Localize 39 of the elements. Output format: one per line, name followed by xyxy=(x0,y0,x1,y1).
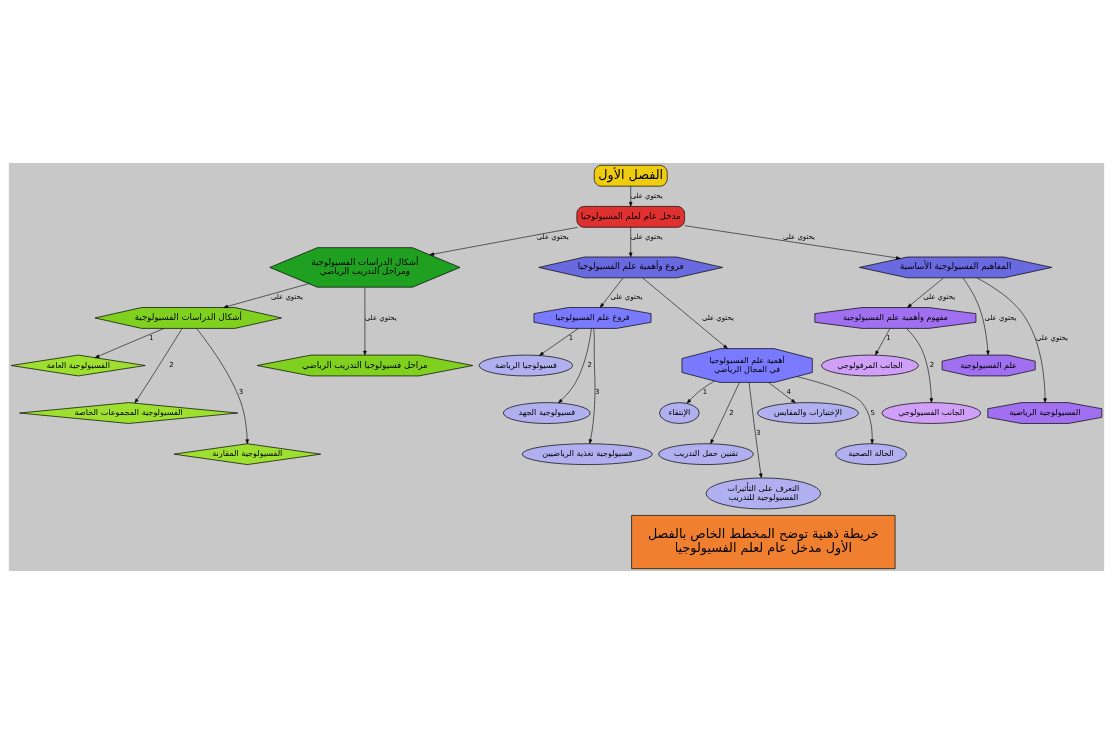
arrow xyxy=(976,277,1047,403)
arrow xyxy=(686,380,715,403)
arrow xyxy=(629,226,633,257)
node-ellipse: الجانب الفسيولوجي xyxy=(881,401,982,424)
node-ellipse: الإنتقاء xyxy=(659,401,700,424)
arrow xyxy=(642,277,728,349)
node-ellipse: الجانب المرفولوجي xyxy=(821,354,919,376)
arrow xyxy=(363,286,367,355)
node-ellipse: الإختبارات والمقايس xyxy=(757,401,859,424)
arrow xyxy=(710,381,740,444)
arrow xyxy=(768,381,796,403)
arrow xyxy=(94,327,165,358)
arrow xyxy=(906,327,934,403)
arrow xyxy=(196,327,249,444)
arrow xyxy=(134,327,183,403)
arrow xyxy=(599,277,624,308)
arrow xyxy=(875,327,891,355)
arrow xyxy=(539,327,579,356)
node-diamond: الفسيولوجية المجموعات الخاصة xyxy=(19,401,239,424)
arrow xyxy=(429,226,578,256)
node-ellipse: فسيولوجية تغذية الرياضيين xyxy=(521,442,653,465)
arrow xyxy=(558,327,592,403)
arrow xyxy=(629,185,633,207)
arrow xyxy=(748,381,763,478)
arrow xyxy=(907,277,944,308)
arrow xyxy=(962,277,990,355)
node-diamond: الفسيولوجية المقارنة xyxy=(173,442,322,465)
node-ellipse: فسيولوجية الجهد xyxy=(502,401,591,424)
node-ellipse: تقنين حمل التدريب xyxy=(658,442,754,465)
node-ellipse: التعرف على التأثيرات الفسيولوجية للتدريب xyxy=(705,477,822,509)
node-ellipse: الحالة الصحية xyxy=(835,442,907,465)
node-box: خريطة ذهنية توضح المخطط الخاص بالفصل الأول مدخل عام لعلم الفسيولوجيا xyxy=(631,514,896,569)
node-ellipse: فسيولوجيا الرياضة xyxy=(478,354,573,376)
arrow xyxy=(684,224,901,260)
arrow xyxy=(796,375,874,444)
node-box: مدخل عام لعلم الفسيولوجيا xyxy=(576,205,685,228)
node-box: الفصل الأول xyxy=(593,164,668,186)
arrow xyxy=(223,282,310,308)
arrow xyxy=(588,327,596,444)
